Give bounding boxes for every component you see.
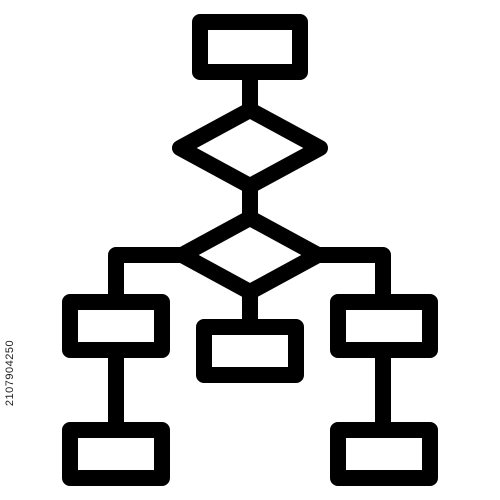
watermark-text: 2107904250 bbox=[4, 339, 16, 406]
connector-right-branch bbox=[310, 247, 391, 310]
bottom-right-box bbox=[330, 422, 438, 486]
decision-diamond-2 bbox=[174, 210, 326, 300]
bottom-left-box bbox=[62, 422, 170, 486]
watermark-id: 2107904250 bbox=[4, 250, 16, 495]
decision-diamond-1 bbox=[172, 102, 328, 194]
connector-left-branch bbox=[108, 247, 190, 310]
center-process-box bbox=[196, 319, 304, 383]
